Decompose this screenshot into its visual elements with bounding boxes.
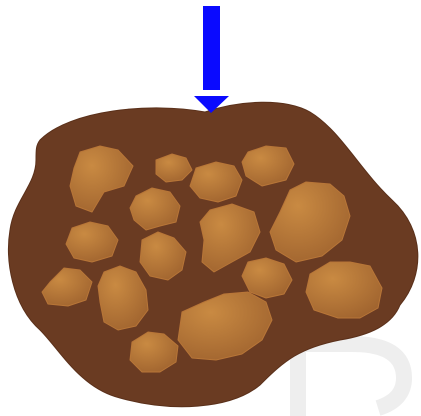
- particle: [242, 258, 292, 298]
- particle: [190, 162, 242, 202]
- particle: [306, 262, 382, 318]
- down-arrow-icon: [194, 6, 229, 113]
- watermark: [298, 344, 404, 416]
